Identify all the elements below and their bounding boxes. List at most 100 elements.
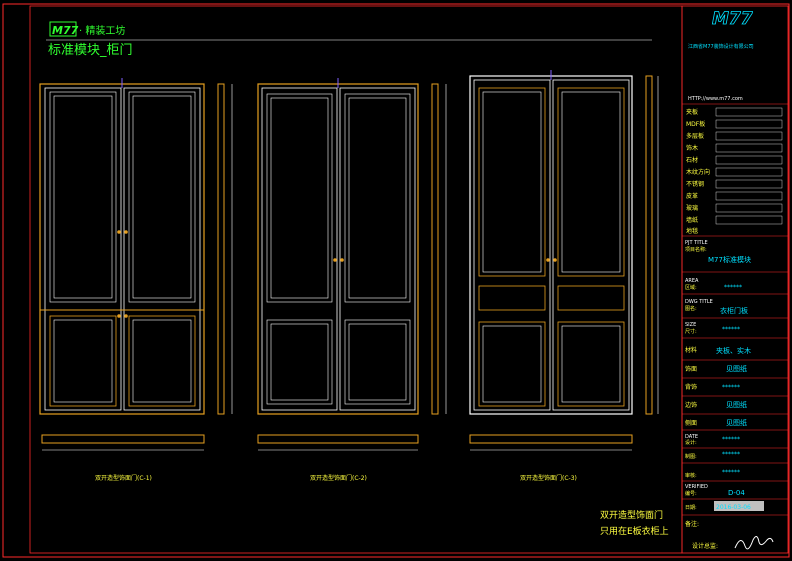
panel-mid-right [557,285,625,311]
size-label: SIZE [685,322,696,328]
sign-cn: 设计总监: [692,542,718,550]
header-logo-box [49,21,77,37]
draw-cn: 制图: [685,453,697,460]
legend: 夹板 MDF板 多层板 饰木 石材 木纹方向 不锈钢 皮革 玻璃 墙纸 地毯 [682,103,788,237]
knob-icon [553,258,557,262]
legend-label: 皮革 [686,192,698,200]
company-line: 江西省M77装饰设计有限公司 [688,43,754,50]
elevation-caption: 双开造型饰面门(C-2) [310,474,367,482]
dwg-value: 衣柜门板 [720,306,748,315]
knob-icon [333,258,337,262]
date2-value: 2016-03-06 [716,504,751,511]
panel-lower-left [478,321,546,407]
elevation-caption: 双开造型饰面门(C-1) [95,474,152,482]
dwg-title-label: DWG TITLE [685,299,713,305]
panel-lower-left-inner [53,319,113,403]
remark-cn: 备注: [685,520,699,528]
dwg-cn: 图名: [685,305,697,312]
area-label: AREA [685,278,699,284]
legend-label: MDF板 [686,120,705,128]
door-left [44,87,122,411]
door-right [552,79,630,411]
panel-lower-left-inner [482,325,542,403]
door-right [123,87,201,411]
number-value: D-04 [728,489,745,497]
side-section [645,75,653,415]
panel-lower-left [49,315,117,407]
side-section [217,83,225,415]
number-cn: 编号: [685,490,697,497]
area-cn: 区域: [685,284,697,291]
door-outline [469,75,633,415]
legend-label: 不锈钢 [686,180,704,188]
legend-label: 木纹方向 [686,168,710,176]
title-block-frame [681,5,789,554]
elevation-c1: 双开造型饰面门(C-1) [39,78,233,482]
panel-upper-left [478,87,546,277]
page-title: 标准模块_柜门 [48,43,133,58]
design-cn: 设计: [685,439,697,446]
panel-lower-right-inner [561,325,621,403]
panel-lower-right [557,321,625,407]
design-value: ****** [722,436,740,443]
panel-upper-right [128,91,196,303]
panel-upper-right [557,87,625,277]
material-value: 夹板、实木 [716,346,751,355]
panel-upper-right-inner [132,95,192,299]
sheet-border [2,3,790,558]
project-title-label: PJT TITLE [685,240,708,246]
panel-lower-left-inner [270,323,329,401]
project-name: M77标准模块 [708,255,751,264]
signature-icon [734,536,774,550]
panel-upper-left-inner [53,95,113,299]
door-outline [257,83,419,415]
panel-lower-right-inner [348,323,407,401]
panel-lower-right [344,319,411,405]
title-block: M77 江西省M77装饰设计有限公司 HTTP://www.m77.com 夹板… [681,5,789,554]
panel-upper-right-inner [561,91,621,273]
header: M77 · 精装工坊 标准模块_柜门 [46,21,652,58]
door-left [473,79,551,411]
legend-label: 玻璃 [686,204,698,212]
legend-label: 地毯 [686,227,698,235]
note-line-1: 双开造型饰面门 [600,509,663,521]
legend-label: 多层板 [686,132,704,140]
area-value: ****** [724,284,742,291]
plan-section [469,434,633,444]
legend-label: 饰木 [686,144,698,152]
size-cn: 尺寸: [685,328,697,335]
date2-cn: 日期: [685,505,697,511]
panel-upper-left [49,91,117,303]
elevation-c2: 双开造型饰面门(C-2) [257,78,447,482]
header-logo: M77 [52,24,79,37]
knob-icon [340,258,344,262]
elevation-c3: 双开造型饰面门(C-3) [469,70,659,482]
legend-label: 石材 [686,156,698,164]
face-value: 见图纸 [726,364,747,373]
knob-icon [124,314,128,318]
material-label: 材料 [685,346,697,354]
door-outline [39,83,205,415]
plan-section [257,434,419,444]
knob-icon [124,230,128,234]
draw-value: ****** [722,451,740,458]
size-value: ****** [722,326,740,333]
knob-icon [117,230,121,234]
knob-icon [546,258,550,262]
knob-icon [117,314,121,318]
project-name-label: 项目名称: [685,246,707,253]
panel-upper-left-inner [270,97,329,299]
date-highlight [714,501,764,511]
legend-label: 夹板 [686,108,698,116]
panel-lower-right-inner [132,319,192,403]
titleblock-logo: M77 [712,9,753,29]
side-section [431,83,439,415]
side-value: 见图纸 [726,418,747,427]
panel-upper-left-inner [482,91,542,273]
panel-lower-right [128,315,196,407]
check-value: ****** [722,469,740,476]
edge-value: 见图纸 [726,400,747,409]
edge-label: 边饰 [685,401,697,409]
panel-upper-right-inner [348,97,407,299]
